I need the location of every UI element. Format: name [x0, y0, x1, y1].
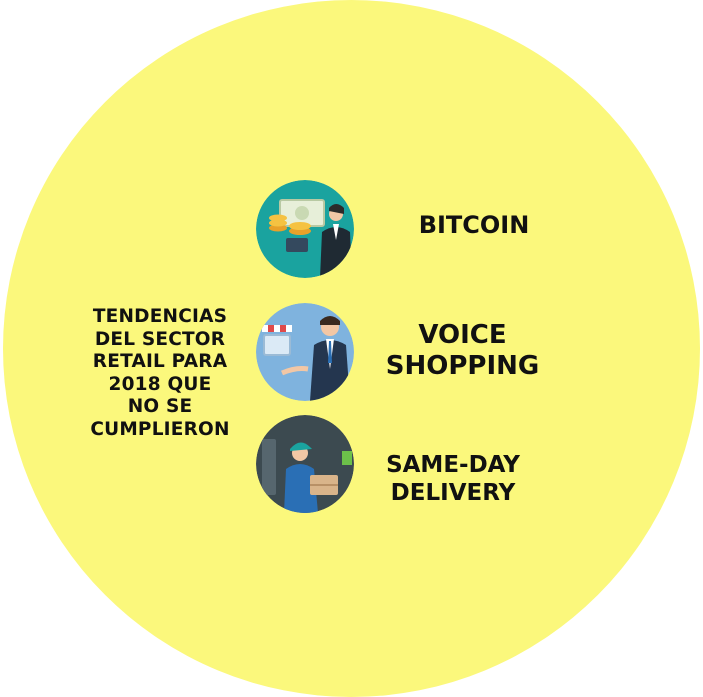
diagram-title: TENDENCIAS DEL SECTOR RETAIL PARA 2018 Q… — [90, 306, 230, 440]
bitcoin-money-icon — [256, 180, 354, 278]
voice-shopping-icon — [256, 303, 354, 401]
same-day-delivery-icon — [256, 415, 354, 513]
label-bitcoin: BITCOIN — [418, 211, 530, 239]
label-voice-shopping: VOICE SHOPPING — [385, 320, 540, 381]
label-same-day-delivery: SAME-DAY DELIVERY — [386, 452, 520, 506]
